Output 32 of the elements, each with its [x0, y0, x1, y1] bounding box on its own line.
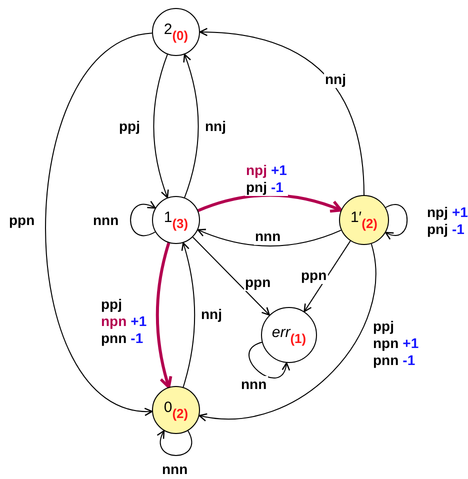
arrow: [182, 54, 199, 198]
arrow: [385, 204, 408, 240]
arrow: [199, 28, 364, 196]
state-label: 1′$_{(2)}$: [350, 209, 378, 231]
edge-label: nnj: [200, 306, 223, 323]
arrow: [248, 342, 290, 378]
edge-label: ppj npn +1 pnn -1: [100, 296, 148, 347]
arrow: [304, 240, 351, 312]
edge-label: ppj npn +1 pnn -1: [372, 318, 420, 369]
arrow: [157, 430, 192, 456]
state-label: 0$_{(2)}$: [164, 399, 188, 421]
edge-label: npj +1 pnj -1: [426, 204, 468, 238]
arrow: [153, 54, 170, 198]
edge-label: npj +1 pnj -1: [245, 162, 288, 196]
arrow: [197, 228, 342, 246]
arrow: [130, 201, 156, 236]
state-label: err$_{(1)}$: [272, 324, 306, 346]
arrow: [45, 32, 153, 414]
state-circle: [152, 196, 200, 244]
arrow: [198, 194, 342, 213]
edge-label: nnj: [324, 71, 347, 88]
state-circle: [339, 195, 389, 245]
state-label: 1$_{(3)}$: [164, 209, 188, 231]
edge-label: ppj: [118, 118, 141, 135]
arrow: [181, 242, 196, 388]
edge-label: nnj: [204, 118, 227, 135]
state-circle: [152, 8, 200, 56]
arrow: [156, 242, 172, 389]
arrow: [192, 236, 270, 316]
state-circle: [152, 386, 200, 434]
arrow: [198, 243, 376, 421]
state-label: 2$_{(0)}$: [164, 21, 188, 43]
